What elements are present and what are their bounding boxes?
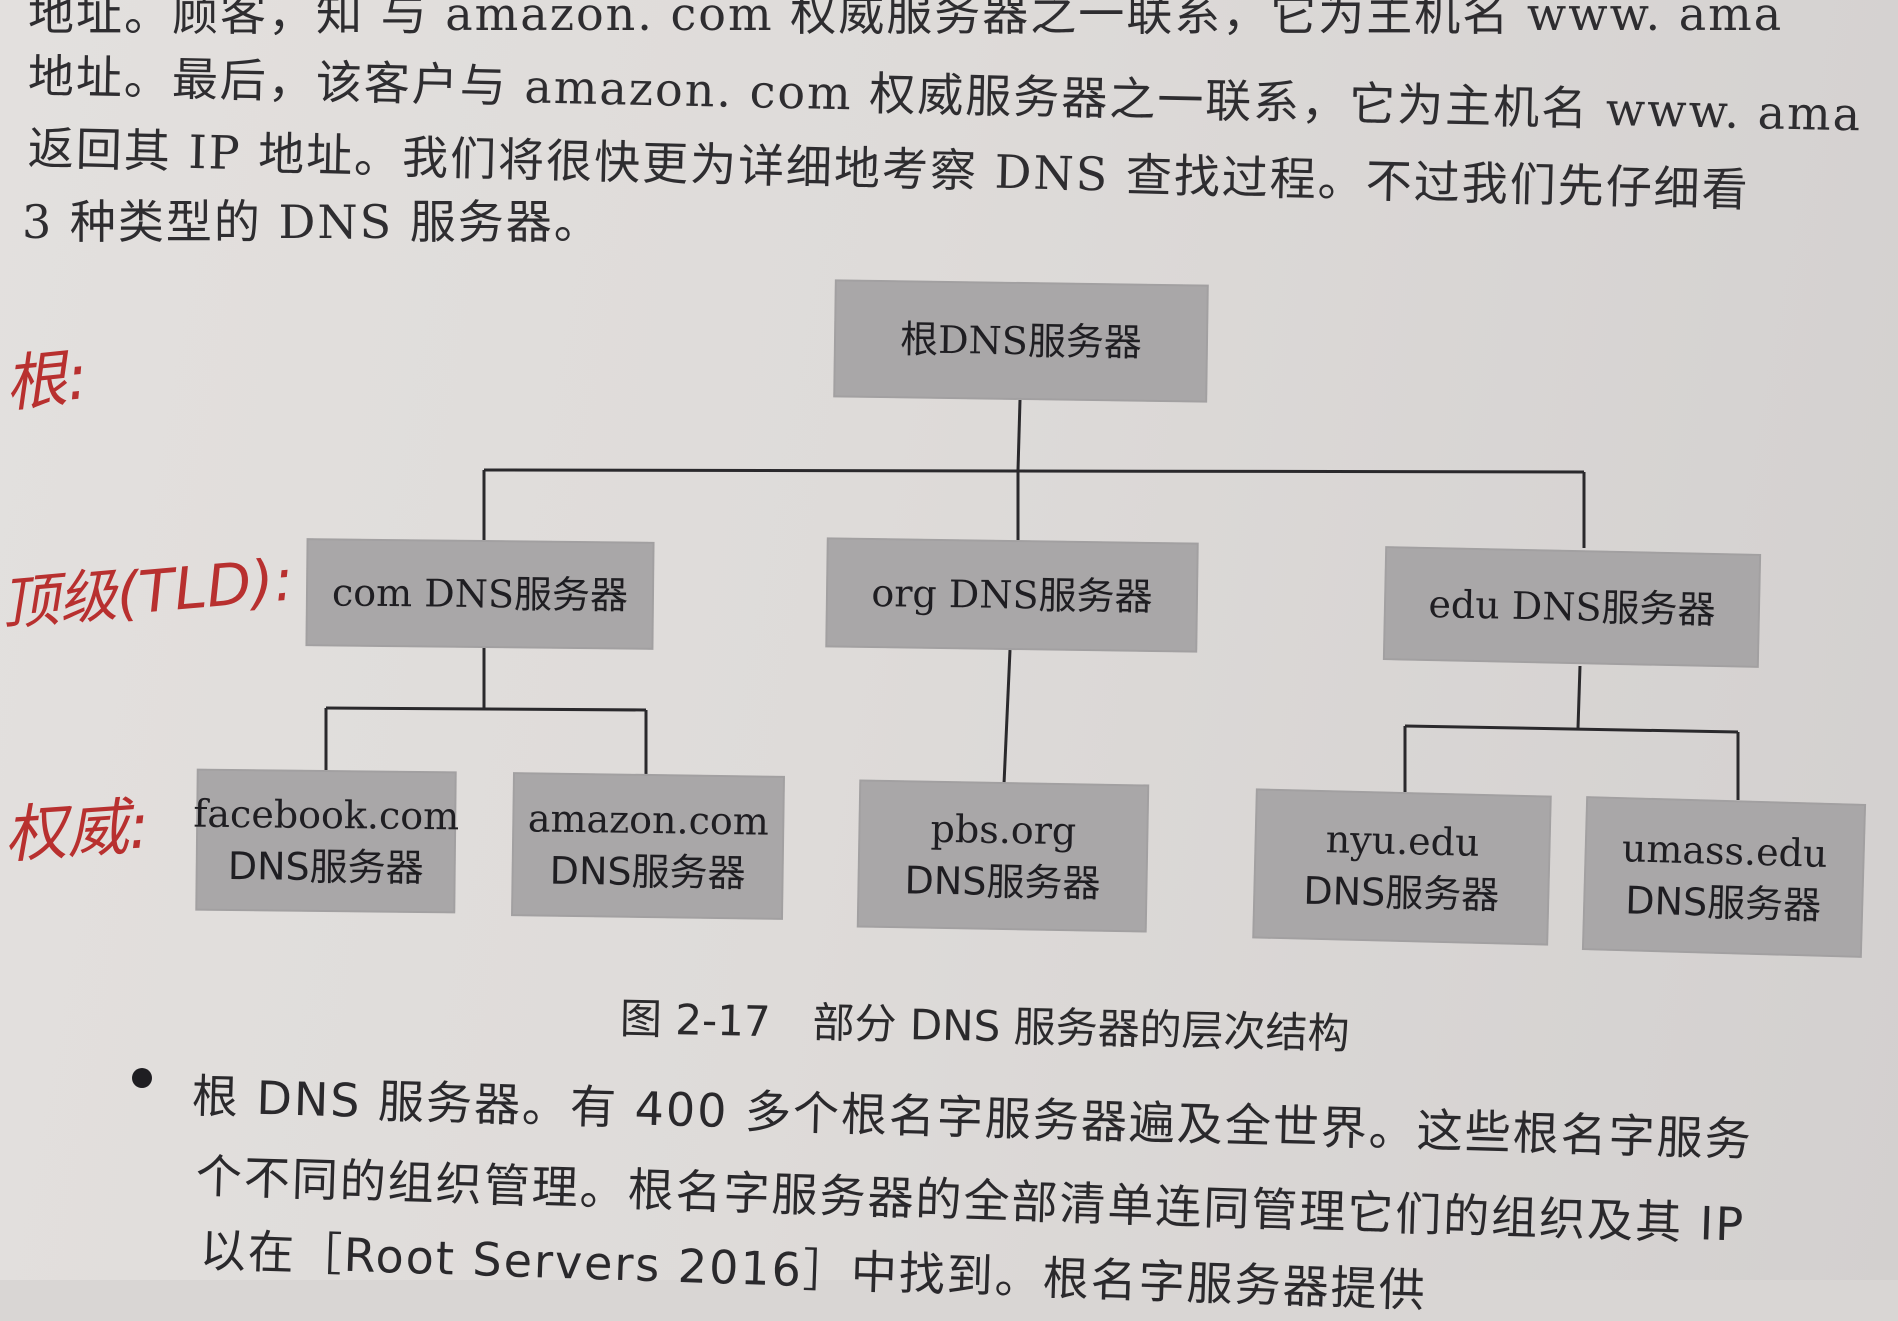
connector-tld-bus [483,468,1585,474]
connector-root-down [1016,399,1022,471]
auth-server-domain: pbs.org [930,806,1077,854]
auth-server-domain: amazon.com [527,796,770,844]
auth-server-domain: nyu.edu [1325,817,1481,865]
tld-com-server-box: com DNS服务器 [305,538,655,650]
bullet-point-icon [132,1068,152,1088]
auth-pbs-server-box: pbs.org DNS服务器 [856,779,1150,933]
auth-server-suffix: DNS服务器 [227,843,424,891]
connector-to-pbs [1002,649,1012,785]
root-dns-server-label: 根DNS服务器 [899,317,1143,365]
intro-text-line: 3 种类型的 DNS 服务器。 [22,195,602,249]
tld-server-label: org DNS服务器 [871,571,1153,619]
auth-server-domain: umass.edu [1621,826,1829,876]
auth-server-suffix: DNS服务器 [1624,878,1822,928]
auth-facebook-server-box: facebook.com DNS服务器 [193,768,460,914]
connector-edu-down [1576,665,1582,729]
tld-org-server-box: org DNS服务器 [825,537,1199,653]
auth-server-suffix: DNS服务器 [904,858,1101,906]
connector-edu-bus [1404,724,1739,734]
tld-server-label: edu DNS服务器 [1428,581,1716,633]
connector-com-bus [325,706,647,712]
auth-umass-server-box: umass.edu DNS服务器 [1581,796,1867,958]
hierarchy-connectors [324,399,1740,800]
auth-server-suffix: DNS服务器 [1302,868,1500,918]
auth-amazon-server-box: amazon.com DNS服务器 [511,772,785,920]
intro-text-line: 地址。顾客，知 与 amazon. com 权威服务器之一联系，它为主机名 ww… [28,0,1784,41]
tld-server-label: com DNS服务器 [331,570,629,618]
auth-server-domain: facebook.com [193,791,460,839]
auth-server-suffix: DNS服务器 [549,848,746,896]
tld-edu-server-box: edu DNS服务器 [1382,546,1762,668]
root-dns-server-box: 根DNS服务器 [833,279,1209,403]
auth-nyu-server-box: nyu.edu DNS服务器 [1252,788,1552,946]
